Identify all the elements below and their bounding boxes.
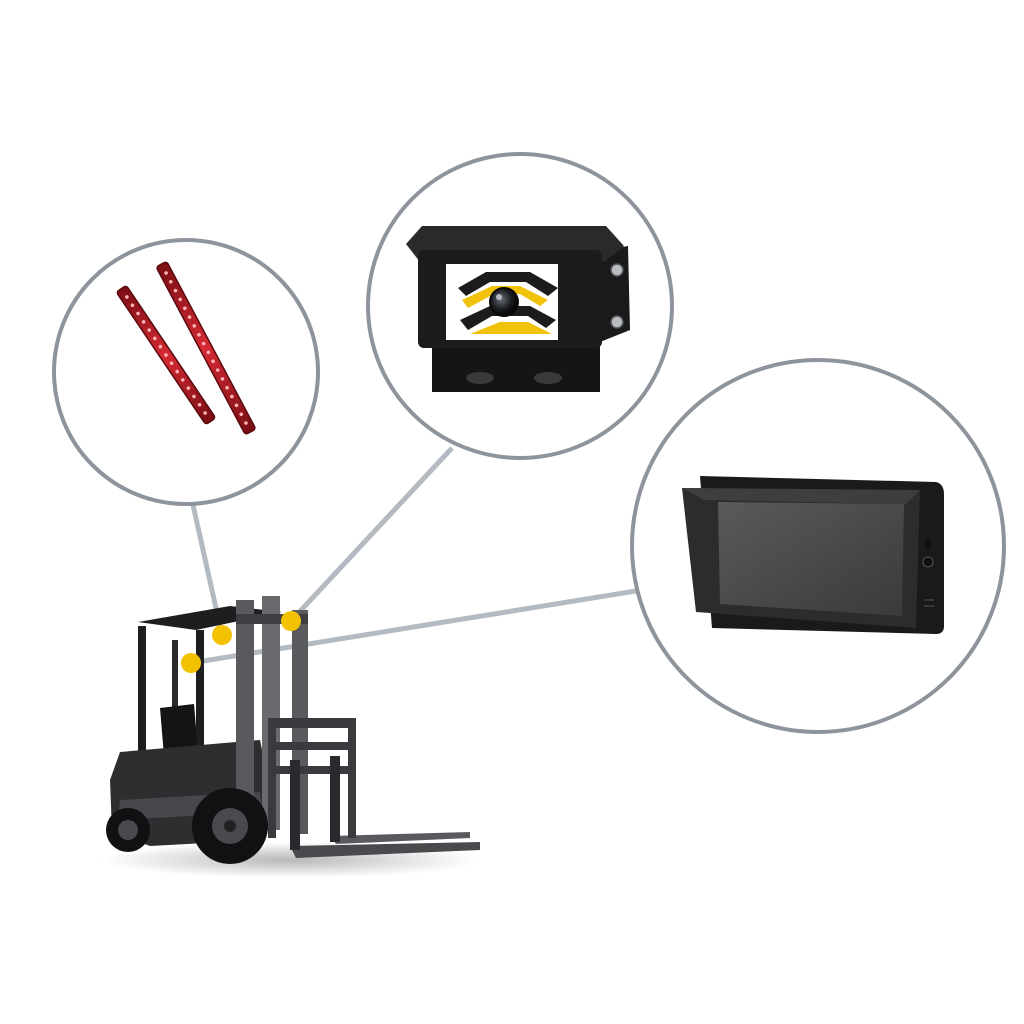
power-button-icon — [922, 556, 934, 568]
connector-line-monitor — [190, 588, 637, 666]
mount-marker-camera — [281, 611, 301, 631]
camera-lens — [489, 287, 519, 317]
callout-reversing-camera — [366, 152, 674, 460]
callout-monitor-display — [630, 358, 1006, 734]
camera-stripes — [458, 272, 558, 334]
camera-icon — [406, 226, 630, 392]
mount-marker-led — [212, 625, 232, 645]
monitor-icon — [682, 476, 944, 634]
mount-marker-monitor — [181, 653, 201, 673]
connector-line-camera — [289, 446, 454, 623]
led-strip-icon — [116, 261, 256, 435]
monitor-screen — [718, 502, 904, 616]
callout-led-light-bars — [52, 238, 320, 506]
forklift-icon — [100, 596, 480, 878]
callout-ring-led — [52, 238, 320, 506]
